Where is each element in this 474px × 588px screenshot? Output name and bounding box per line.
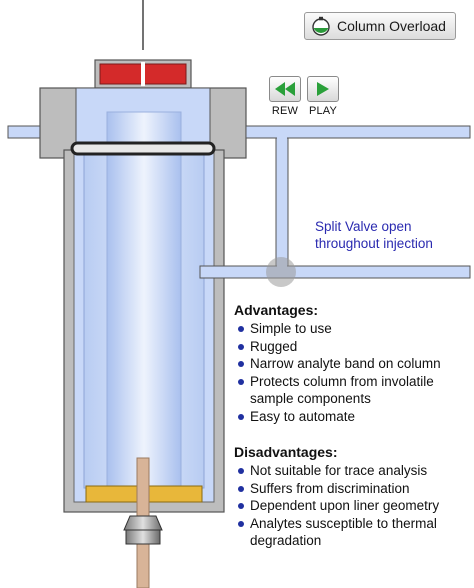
advantages-section: Advantages: Simple to use Rugged Narrow … [234, 302, 470, 425]
disadvantages-heading: Disadvantages: [234, 444, 338, 460]
rewind-icon [275, 82, 295, 96]
split-vent-riser [275, 137, 289, 273]
advantages-heading: Advantages: [234, 302, 319, 318]
liner-o-ring [70, 141, 216, 156]
column-overload-label: Column Overload [337, 18, 446, 34]
liner-inner-tube [106, 111, 182, 489]
advantage-item: Simple to use [234, 320, 470, 338]
split-valve-note-line2: throughout injection [315, 236, 433, 251]
purge-line [245, 125, 471, 139]
disadvantages-list: Not suitable for trace analysis Suffers … [234, 462, 470, 550]
split-vent-line [199, 265, 471, 279]
split-valve-note-line1: Split Valve open [315, 219, 412, 234]
tee-joint [277, 137, 287, 140]
disadvantage-item: Suffers from discrimination [234, 480, 470, 498]
column-nut-base [125, 529, 161, 545]
rewind-button[interactable]: REW [266, 76, 304, 117]
disadvantage-item: Analytes susceptible to thermal degradat… [234, 515, 470, 550]
septum-slit [141, 62, 145, 86]
flask-icon [312, 16, 330, 36]
column-overload-button[interactable]: Column Overload [304, 12, 456, 40]
advantage-item: Rugged [234, 338, 470, 356]
advantage-item: Protects column from involatile sample c… [234, 373, 470, 408]
advantage-item: Narrow analyte band on column [234, 355, 470, 373]
carrier-gas-line [7, 125, 45, 139]
play-label: PLAY [308, 105, 338, 117]
column-nut [123, 515, 163, 531]
advantages-list: Simple to use Rugged Narrow analyte band… [234, 320, 470, 425]
split-valve-note: Split Valve open throughout injection [315, 218, 465, 252]
play-button[interactable]: PLAY [304, 76, 342, 117]
split-valve-indicator [266, 257, 296, 287]
disadvantage-item: Not suitable for trace analysis [234, 462, 470, 480]
disadvantages-section: Disadvantages: Not suitable for trace an… [234, 444, 470, 550]
disadvantage-item: Dependent upon liner geometry [234, 497, 470, 515]
play-icon [317, 82, 329, 96]
rewind-label: REW [271, 105, 299, 117]
advantage-item: Easy to automate [234, 408, 470, 426]
